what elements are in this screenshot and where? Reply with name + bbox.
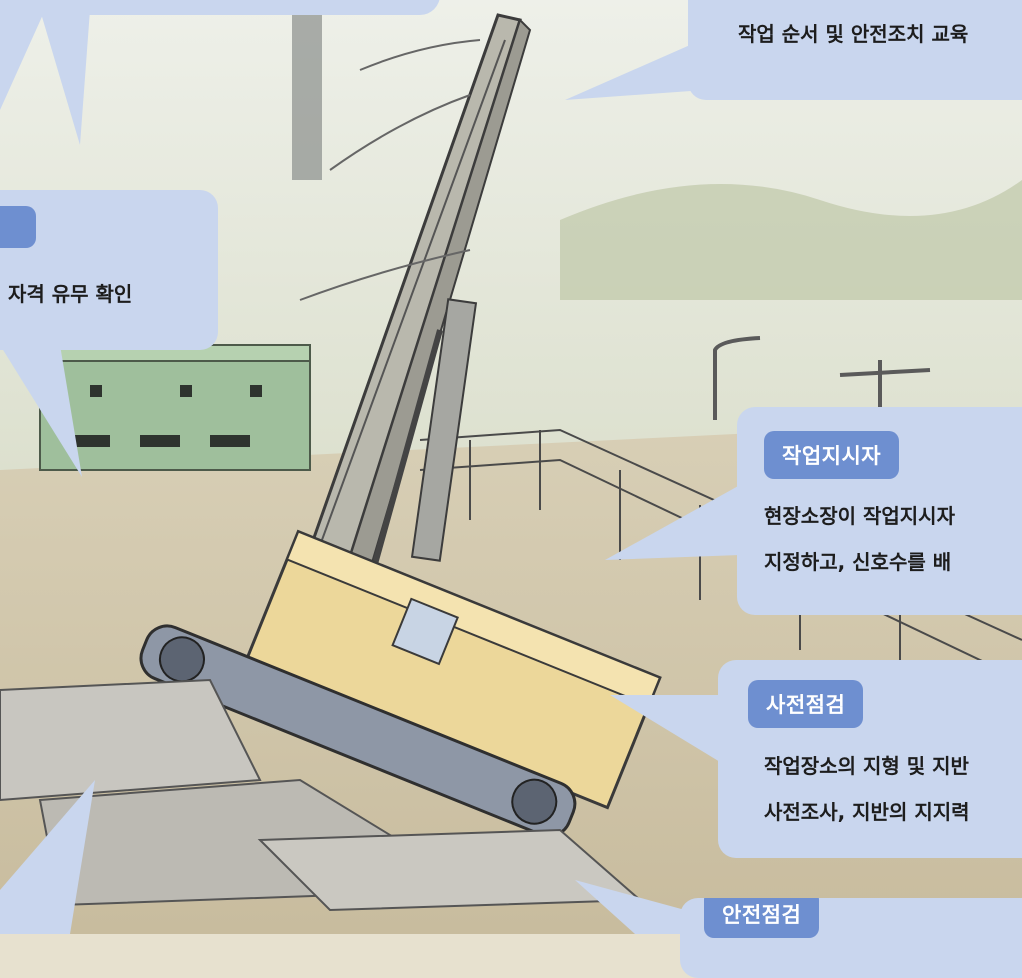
bubble-text-line: 지정하고, 신호수를 배 [764, 550, 952, 574]
speech-bubble-education: 작업 순서 및 안전조치 교육 [688, 0, 1022, 100]
green-building [39, 344, 311, 471]
distant-trees [560, 180, 1022, 300]
background-pole [292, 0, 322, 180]
bubble-tag-pre-inspection: 사전점검 [748, 680, 864, 728]
bubble-tail-top-left-2 [0, 10, 45, 110]
speech-bubble-top-left [0, 0, 440, 15]
speech-bubble-pre-inspection: 사전점검 작업장소의 지형 및 지반 사전조사, 지반의 지지력 [718, 660, 1022, 858]
bubble-text-line: 사전조사, 지반의 지지력 [764, 800, 970, 824]
bubble-tail-qualification [0, 345, 82, 477]
bubble-tag-safety-inspection: 안전점검 [704, 898, 820, 938]
speech-bubble-work-director: 작업지시자 현장소장이 작업지시자 지정하고, 신호수를 배 [737, 407, 1022, 615]
bubble-text-line: 작업 순서 및 안전조치 교육 [738, 22, 969, 46]
bubble-tag-work-director: 작업지시자 [764, 431, 900, 479]
steel-plates [0, 678, 643, 912]
bubble-text-line: 현장소장이 작업지시자 [764, 504, 955, 528]
speech-bubble-qualification: 자격 유무 확인 [0, 190, 218, 350]
bubble-tail-pre-inspection [610, 695, 725, 765]
bubble-tail-bottom-left [0, 780, 95, 934]
cables [299, 39, 481, 301]
bubble-tag [0, 206, 36, 248]
bubble-tail-work-director [605, 485, 740, 560]
bubble-tail-top-left [40, 10, 90, 145]
overturning-machine [139, 529, 662, 838]
bubble-tail-safety-inspection [575, 880, 685, 934]
bubble-text-line: 자격 유무 확인 [8, 282, 133, 306]
speech-bubble-safety-inspection: 안전점검 [680, 898, 1022, 978]
pile-driver-mast [282, 13, 532, 622]
bubble-text-line: 작업장소의 지형 및 지반 [764, 754, 969, 778]
bubble-tail-education [565, 45, 705, 100]
